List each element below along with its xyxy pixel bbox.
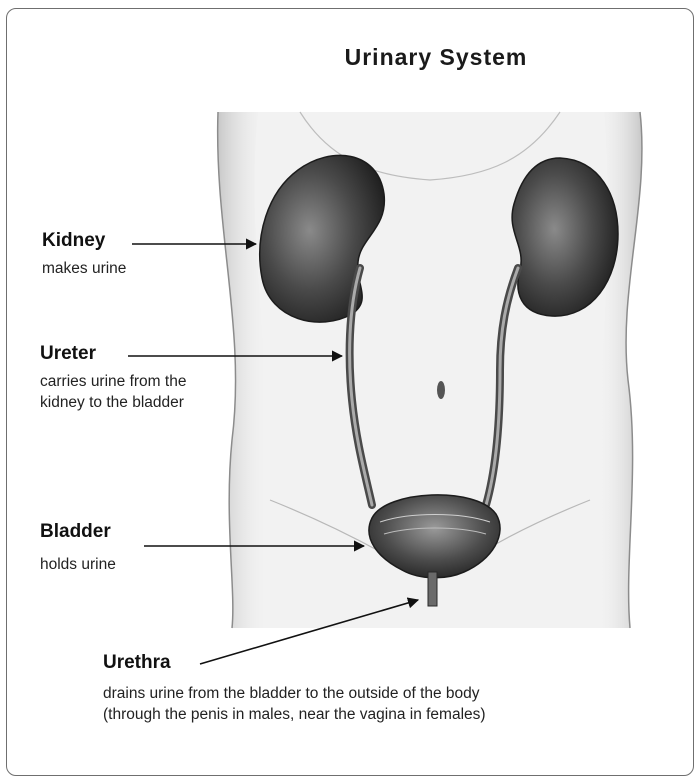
kidney-description-line: makes urine — [42, 258, 126, 279]
ureter-description-line: carries urine from the — [40, 371, 186, 392]
kidney-description: makes urine — [42, 258, 126, 279]
bladder-description: holds urine — [40, 554, 116, 575]
urethra-description-line: drains urine from the bladder to the out… — [103, 683, 486, 704]
ureter-description: carries urine from the kidney to the bla… — [40, 371, 186, 413]
urethra-label: Urethra — [103, 652, 171, 674]
page-title: Urinary System — [296, 44, 576, 71]
kidney-label: Kidney — [42, 230, 105, 252]
ureter-label: Ureter — [40, 343, 96, 365]
urethra-description: drains urine from the bladder to the out… — [103, 683, 486, 725]
bladder-label: Bladder — [40, 521, 111, 543]
urethra-description-line: (through the penis in males, near the va… — [103, 704, 486, 725]
bladder-description-line: holds urine — [40, 554, 116, 575]
ureter-description-line: kidney to the bladder — [40, 392, 186, 413]
